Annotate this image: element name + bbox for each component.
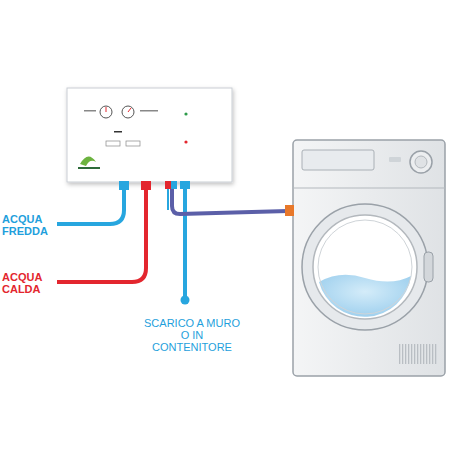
detergent-drawer [302, 150, 374, 170]
label-text: SCARICO A MURO O IN CONTENITORE [144, 317, 240, 353]
water [319, 275, 411, 317]
led [184, 112, 187, 115]
label-text: ACQUA CALDA [2, 271, 42, 295]
machine-body [293, 140, 445, 376]
label-text: ACQUA FREDDA [2, 213, 48, 237]
fitting [119, 181, 129, 190]
logo [80, 156, 96, 166]
drain-pipe [183, 188, 187, 296]
machine-hose [172, 188, 288, 214]
fitting [171, 181, 177, 189]
hot-water-label: ACQUA CALDA [2, 271, 56, 295]
program-knob [410, 151, 432, 173]
panel-mark [84, 110, 96, 112]
machine-panel-line [293, 188, 445, 189]
dial-pointer [106, 107, 131, 112]
fitting [165, 181, 171, 189]
drain-end [181, 296, 190, 305]
button [389, 157, 401, 162]
program-knob [415, 156, 427, 168]
hose-connector [285, 205, 294, 216]
vent [398, 344, 438, 364]
panel-mark [114, 131, 122, 133]
door-glass [313, 215, 417, 319]
panel-mark [140, 110, 158, 112]
hot-pipe [57, 188, 146, 282]
cold-water-label: ACQUA FREDDA [2, 213, 56, 237]
cold-pipe [57, 188, 124, 224]
led [184, 140, 187, 143]
hose-stripe [167, 188, 169, 210]
logo [78, 167, 100, 169]
fitting [141, 181, 151, 190]
drain-label: SCARICO A MURO O IN CONTENITORE [140, 317, 244, 353]
panel-switch [106, 141, 120, 146]
door-ring [302, 204, 428, 330]
control-box [67, 88, 232, 182]
door-handle [424, 252, 433, 282]
panel-switch [126, 141, 140, 146]
door-inner [318, 220, 412, 314]
fitting [180, 181, 190, 189]
